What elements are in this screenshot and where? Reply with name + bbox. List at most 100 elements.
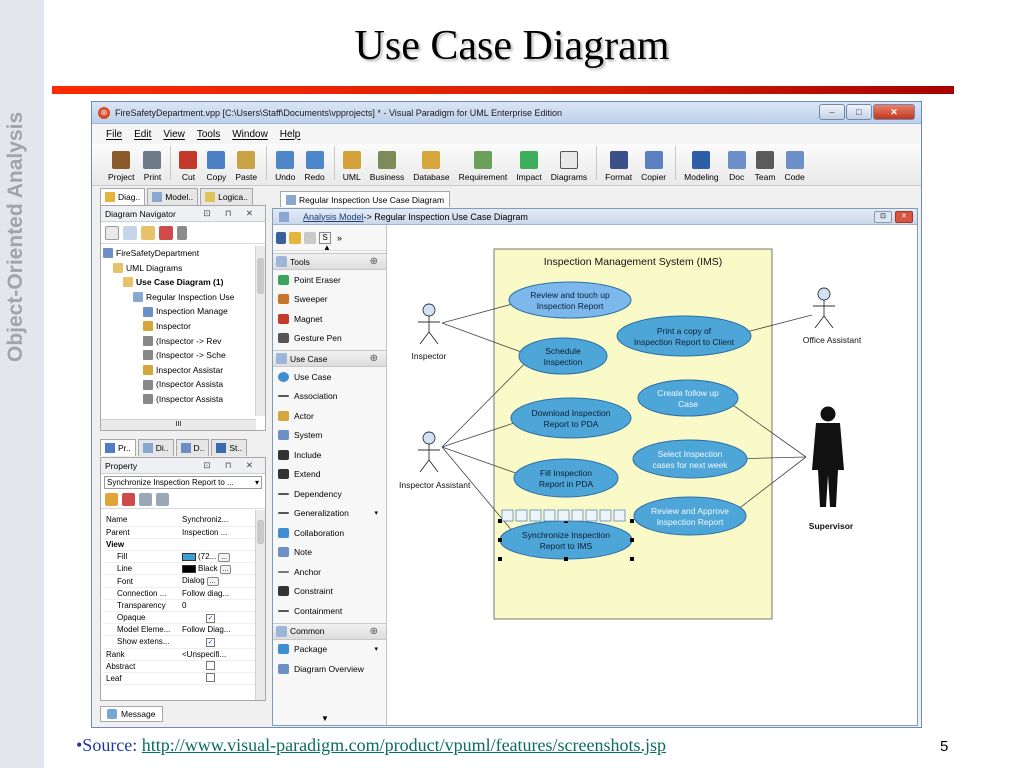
tab-pr[interactable]: Pr.. — [100, 439, 136, 456]
categorized-icon[interactable] — [105, 493, 118, 506]
association-line[interactable] — [441, 355, 533, 448]
breadcrumb-model-link[interactable]: Analysis Model — [303, 211, 364, 222]
property-value[interactable] — [179, 538, 257, 552]
property-checkbox[interactable]: ✓ — [206, 613, 215, 623]
lock-icon[interactable] — [289, 231, 301, 244]
actor-office-assistant[interactable]: Office Assistant — [803, 287, 862, 345]
palette-dependency[interactable]: Dependency — [273, 484, 386, 504]
diagram-canvas[interactable]: Inspection Management System (IMS)Review… — [388, 225, 917, 725]
tab-diag[interactable]: Diag.. — [100, 188, 146, 205]
palette-collaboration[interactable]: Collaboration — [273, 523, 386, 543]
ellipsis-button[interactable]: ... — [218, 552, 231, 562]
property-row[interactable]: Leaf — [103, 672, 257, 686]
property-checkbox[interactable]: ✓ — [206, 637, 215, 647]
property-value[interactable]: (72...... — [179, 550, 257, 564]
sort-az-icon[interactable] — [122, 493, 135, 506]
tab-model[interactable]: Model.. — [147, 188, 199, 205]
tree-item[interactable]: Inspector Assistar — [103, 363, 265, 378]
menu-help[interactable]: Help — [279, 128, 301, 140]
maximize-button[interactable]: □ — [846, 104, 872, 120]
document-tab[interactable]: Regular Inspection Use Case Diagram — [280, 191, 451, 207]
expand-icon[interactable] — [123, 225, 137, 240]
resource-catalog-icon[interactable] — [571, 509, 584, 522]
scrollbar-thumb[interactable] — [257, 258, 264, 294]
property-row[interactable]: Opaque✓ — [103, 611, 257, 625]
property-value[interactable] — [179, 660, 257, 673]
property-value[interactable]: Inspection ... — [179, 526, 257, 539]
palette-package[interactable]: Package▾ — [273, 640, 386, 660]
toolbar-print-button[interactable]: Print — [143, 151, 162, 182]
toolbar-undo-button[interactable]: Undo — [275, 151, 295, 182]
tree-item[interactable]: Use Case Diagram (1) — [103, 275, 265, 290]
tree-item[interactable]: UML Diagrams — [103, 261, 265, 276]
toolbar-code-button[interactable]: Code — [784, 151, 805, 182]
tab-di[interactable]: Di.. — [137, 439, 174, 456]
new-diagram-icon[interactable] — [105, 225, 119, 240]
association-line[interactable] — [728, 456, 807, 517]
property-row[interactable]: Fill(72...... — [103, 550, 257, 564]
ellipsis-button[interactable]: ... — [206, 577, 219, 587]
palette-extend[interactable]: Extend — [273, 465, 386, 485]
association-line[interactable] — [441, 446, 521, 541]
association-line[interactable] — [441, 322, 533, 357]
navigator-scrollbar[interactable] — [255, 246, 265, 416]
property-value[interactable]: ✓ — [179, 611, 257, 625]
tree-item[interactable]: (Inspector -> Rev — [103, 334, 265, 349]
dropdown-arrow-icon[interactable]: ▾ — [374, 510, 378, 518]
resource-catalog-icon[interactable] — [529, 509, 542, 522]
resource-catalog-icon[interactable] — [599, 509, 612, 522]
palette-anchor[interactable]: Anchor — [273, 562, 386, 582]
property-value[interactable]: Black... — [179, 562, 257, 576]
toolbar-diagrams-button[interactable]: Diagrams — [551, 151, 587, 182]
palette-section-use-case[interactable]: Use Case — [273, 350, 386, 367]
toolbar-uml-button[interactable]: UML — [342, 151, 361, 182]
toolbar-requirement-button[interactable]: Requirement — [459, 151, 507, 182]
tree-item[interactable]: Inspector — [103, 319, 265, 334]
toolbar-project-button[interactable]: Project — [108, 151, 134, 182]
property-value[interactable] — [179, 672, 257, 686]
actor-supervisor[interactable]: Supervisor — [809, 406, 854, 532]
palette-system[interactable]: System — [273, 426, 386, 446]
resource-catalog-icon[interactable] — [585, 509, 598, 522]
expand-all-icon[interactable] — [139, 493, 152, 506]
property-element-select[interactable]: Synchronize Inspection Report to ... — [104, 476, 262, 489]
palette-diagram-overview[interactable]: Diagram Overview — [273, 659, 386, 679]
property-row[interactable]: Abstract — [103, 660, 257, 673]
selection-handle[interactable] — [498, 557, 502, 561]
property-row[interactable]: Show extens...✓ — [103, 635, 257, 649]
palette-section-common[interactable]: Common — [273, 622, 386, 640]
menu-edit[interactable]: Edit — [134, 128, 152, 140]
selection-handle[interactable] — [630, 519, 634, 523]
palette-section-tools[interactable]: Tools — [273, 253, 386, 270]
scroll-down-icon[interactable]: ▼ — [321, 714, 329, 723]
source-link[interactable]: http://www.visual-paradigm.com/product/v… — [141, 735, 667, 755]
property-value[interactable]: 0 — [179, 599, 257, 613]
property-value[interactable]: ✓ — [179, 635, 257, 649]
resource-catalog-icon[interactable] — [543, 509, 556, 522]
toolbar-business-button[interactable]: Business — [370, 151, 404, 182]
folder-icon[interactable] — [141, 225, 155, 240]
menu-view[interactable]: View — [163, 128, 185, 140]
property-value[interactable]: Dialog... — [179, 574, 257, 588]
actor-inspector[interactable]: Inspector — [412, 303, 447, 361]
tree-item[interactable]: FireSafetyDepartment — [103, 246, 265, 261]
palette-include[interactable]: Include — [273, 445, 386, 465]
toolbar-format-button[interactable]: Format — [605, 151, 632, 182]
palette-sweeper[interactable]: Sweeper — [273, 290, 386, 310]
tree-item[interactable]: Regular Inspection Use — [103, 290, 265, 305]
tab-st[interactable]: St.. — [211, 439, 248, 456]
menu-file[interactable]: File — [106, 128, 123, 140]
property-value[interactable]: Follow Diag... — [179, 623, 257, 637]
collapse-all-icon[interactable] — [156, 493, 169, 506]
navigator-hscrollbar[interactable]: III — [101, 419, 256, 430]
selection-handle[interactable] — [564, 557, 568, 561]
property-value[interactable]: Synchroniz... — [179, 514, 257, 527]
property-row[interactable]: View — [103, 538, 257, 552]
